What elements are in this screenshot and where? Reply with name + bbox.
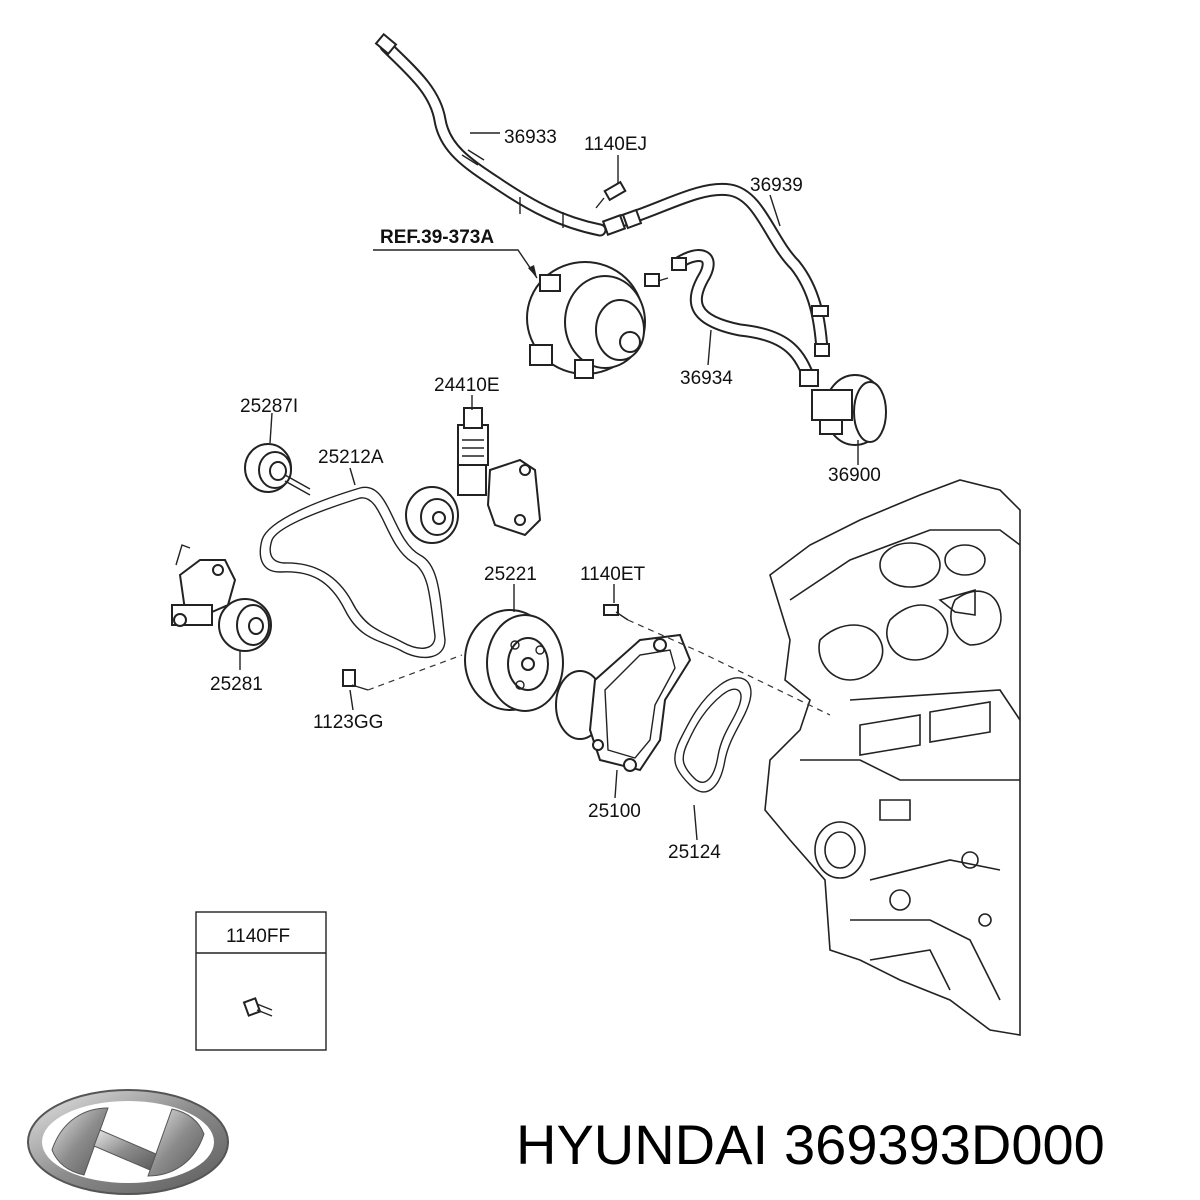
engine-block-icon xyxy=(764,479,1021,1036)
pulley-25221-icon xyxy=(464,609,564,712)
belt-25212a-icon xyxy=(259,486,446,659)
gasket-25124-icon xyxy=(674,677,752,793)
label-25212a: 25212A xyxy=(318,447,384,468)
part-number: 369393D000 xyxy=(784,1113,1105,1176)
label-24410e: 24410E xyxy=(434,375,500,396)
label-1123gg: 1123GG xyxy=(313,712,383,733)
label-25100: 25100 xyxy=(588,801,641,822)
inset-box-1140ff: 1140FF xyxy=(195,911,327,1051)
label-36933: 36933 xyxy=(504,127,557,148)
hose-36934 xyxy=(671,249,817,387)
alignment-line xyxy=(367,654,463,691)
tensioner-25281-icon xyxy=(171,544,272,652)
label-1140ff: 1140FF xyxy=(226,926,290,947)
label-36900: 36900 xyxy=(828,465,881,486)
label-1140et: 1140ET xyxy=(580,564,646,585)
hose-36933 xyxy=(374,32,607,237)
idler-25287i-icon xyxy=(244,443,311,496)
label-36934: 36934 xyxy=(680,368,733,389)
hyundai-logo-icon xyxy=(27,1089,229,1195)
bolt-1140ff-icon xyxy=(242,997,273,1017)
label-25124: 25124 xyxy=(668,842,721,863)
hose-clamp-icon xyxy=(519,197,643,236)
label-25221: 25221 xyxy=(484,564,537,585)
water-pump-25100-icon xyxy=(555,633,692,772)
bolt-1123gg-icon xyxy=(342,669,369,691)
label-25287i: 25287I xyxy=(240,396,298,417)
vacuum-pump-icon xyxy=(526,261,669,379)
hose-36939 xyxy=(611,182,830,357)
label-36939: 36939 xyxy=(750,175,803,196)
label-1140ej: 1140EJ xyxy=(584,134,647,155)
pump-36900-icon xyxy=(799,369,887,446)
label-ref-39-373a: REF.39-373A xyxy=(380,227,494,248)
bolt-1140ej-icon xyxy=(595,180,627,209)
label-25281: 25281 xyxy=(210,674,263,695)
alignment-line xyxy=(627,619,831,716)
bolt-1140et-icon xyxy=(603,604,629,621)
brand-name: HYUNDAI xyxy=(516,1113,769,1176)
leader-lines xyxy=(239,132,859,841)
tensioner-24410e-icon xyxy=(405,407,542,544)
